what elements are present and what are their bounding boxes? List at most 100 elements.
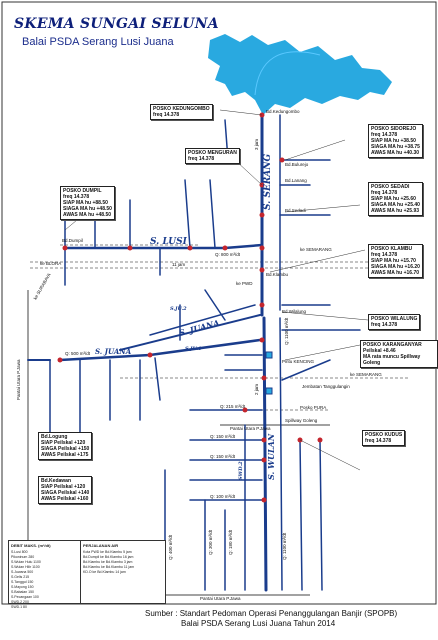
post-sidorejo: POSKO SIDOREJO freq 14.378 SIAP MA hu +3… <box>368 124 423 158</box>
perjalanan-row: Bd.Klambu ke Bd.Klambu 11 jam <box>83 565 135 569</box>
post-connectors <box>64 109 369 471</box>
time-11jam: 11 jam <box>172 262 185 267</box>
post-note: MA rata muncu Spillway Goleng <box>363 354 421 366</box>
label-bulurejo: Bd.Bulurejo <box>285 162 309 167</box>
label-juana-west: S. JUANA <box>95 347 132 356</box>
perjalanan-row: Kota PWD ke Bd.Klambu 5 jam <box>83 550 132 554</box>
post-sedadi: POSKO SEDADI freq 14.378 SIAP MA hu +25.… <box>368 182 423 216</box>
debit-table: DEBIT MAKS. (m³/dt) S.Lusi 800 Pikoninum… <box>8 540 82 609</box>
label-wulan: S. WULAN <box>266 433 276 480</box>
label-sedadi: Bd.Sedadi <box>285 208 306 213</box>
debit-row: S.Tanggul 150 <box>11 580 34 584</box>
flow-juana: Q: 500 m³/dt <box>65 351 91 356</box>
flow-serang: Q: 1100 m³/dt <box>284 317 289 345</box>
page-subtitle: Balai PSDA Serang Lusi Juana <box>22 36 174 48</box>
post-karanganyar: POSKO KARANGANYAR Peilskal +8.46 MA rata… <box>360 340 438 368</box>
post-freq: freq 14.378 <box>371 252 398 258</box>
debit-row: S.Mayong 150 <box>11 585 34 589</box>
post-name: POSKO SEDADI <box>371 184 410 190</box>
post-siaga: SIAGA MA hu +25.40 <box>371 202 420 208</box>
debit-row: S.Wulan Hilir 1100 <box>11 565 40 569</box>
label-swd2: SWD.2 <box>238 461 244 480</box>
post-kedawan: Bd.Kedawan SIAP Peilskal +120 SIAGA Peil… <box>38 476 93 504</box>
debit-row: S.Lusi 800 <box>11 550 28 554</box>
post-logung: Bd.Logung SIAP Peilskal +120 SIAGA Peils… <box>38 432 93 460</box>
post-freq: freq 14.378 <box>365 438 392 444</box>
post-awas: AWAS MA hu +25.93 <box>371 208 420 214</box>
post-kedungombo: POSKO KEDUNGOMBO freq 14.378 <box>150 104 213 120</box>
roads <box>30 244 421 411</box>
post-name: POSKO DUMPIL <box>63 188 102 194</box>
label-pantai: Pantai Utara P.Jawa <box>16 359 21 400</box>
post-siaga: SIAGA Peilskal +150 <box>41 446 90 452</box>
reservoir-kedungombo <box>208 34 392 115</box>
label-kedungombo: Bd.Kedungombo <box>266 109 300 114</box>
river-labels: S. LUSI S. SERANG S. JUANA S. JUANA S. W… <box>95 154 276 480</box>
post-freq: freq 14.378 <box>371 322 398 328</box>
post-siap: SIAP MA hu +25.60 <box>371 196 416 202</box>
post-siap: SIAP Peilskal +120 <box>41 440 86 446</box>
label-jembatan: Jembatan Tanggulangin <box>302 384 350 389</box>
post-siap: SIAP MA hu +15.70 <box>371 258 416 264</box>
perjalanan-row: KD.O ke Bd.Klambu 14 jam <box>83 570 126 574</box>
gate-south <box>265 387 273 395</box>
post-awas: AWAS Peilskal +160 <box>41 496 89 502</box>
page-title: SKEMA SUNGAI SELUNA <box>14 16 219 32</box>
label-kencing: Pintu KENCING <box>282 359 315 364</box>
flow-lusi: Q: 800 m³/dt <box>215 252 241 257</box>
source-note: Sumber : Standart Pedoman Operasi Penang… <box>145 609 397 629</box>
label-pwd: ke PWD <box>236 281 253 286</box>
debit-row: Pikoninum 280 <box>11 555 35 559</box>
debit-row: SWD.2 200 <box>11 600 29 604</box>
label-wilalung: Bd.Wilalung <box>282 309 307 314</box>
label-surabaya: ke SURABAYA <box>33 272 52 300</box>
debit-row: S.Wulan Hulu 1100 <box>11 560 41 564</box>
post-siaga: SIAGA Peilskal +140 <box>41 490 90 496</box>
time-3jam: 3 jam <box>254 139 259 150</box>
frame <box>1 1 437 605</box>
post-siaga: SIAGA MA hu +16.20 <box>371 264 420 270</box>
post-awas: AWAS MA hu +48.50 <box>63 212 112 218</box>
flow-wulan: Q: 1100 m³/dt <box>282 532 287 560</box>
label-spillway: Spillway Goleng <box>285 418 318 423</box>
post-freq: freq 14.378 <box>371 190 398 196</box>
post-freq: freq 14.378 <box>371 132 398 138</box>
post-siap: SIAP MA hu +38.50 <box>371 138 416 144</box>
post-siaga: SIAGA MA hu +48.50 <box>63 206 112 212</box>
post-awas: AWAS MA hu +40.30 <box>371 150 420 156</box>
debit-row: S.Gelis 215 <box>11 575 30 579</box>
flow-300: Q: 300 m³/dt <box>208 529 213 555</box>
label-sju2: S.JU.2 <box>170 306 187 312</box>
label-lusi: S. LUSI <box>150 237 188 247</box>
perjalanan-row: Bd.Dumpil ke Bd.Klambu 16 jam <box>83 555 134 559</box>
debit-row: S.Juwana 500 <box>11 570 34 574</box>
post-awas: AWAS Peilskal +175 <box>41 452 89 458</box>
label-pantai2: Pantai Utara P.Jawa <box>230 426 271 431</box>
post-name: POSKO KLAMBU <box>371 246 413 252</box>
post-siap: SIAP MA hu +88.50 <box>63 200 108 206</box>
label-pura: Posko PURA <box>300 405 326 410</box>
post-name: Bd.Logung <box>41 434 68 440</box>
flow-215: Q: 215 m³/dt <box>220 404 246 409</box>
post-freq: Peilskal +8.46 <box>363 348 396 354</box>
label-lanang: Bd.Lanang <box>285 178 307 183</box>
label-semarang: ke SEMARANG <box>300 247 332 252</box>
post-awas: AWAS MA hu +16.70 <box>371 270 420 276</box>
post-name: POSKO SIDOREJO <box>371 126 417 132</box>
debit-row: S.Babalan 150 <box>11 590 34 594</box>
post-freq: freq 14.378 <box>188 156 215 162</box>
post-name: Bd.Kedawan <box>41 478 72 484</box>
source-line1: Standart Pedoman Operasi Penanggulangan … <box>179 609 398 618</box>
post-klambu: POSKO KLAMBU freq 14.378 SIAP MA hu +15.… <box>368 244 423 278</box>
post-name: POSKO WILALUNG <box>371 316 418 322</box>
post-freq: freq 14.378 <box>63 194 90 200</box>
label-sju1: S.JU.1 <box>185 346 202 352</box>
label-pantai3: Pantai Utara P.Jawa <box>200 596 241 601</box>
post-siaga: SIAGA MA hu +38.75 <box>371 144 420 150</box>
source-label: Sumber : <box>145 609 178 618</box>
flow-150a: Q: 150 m³/dt <box>210 434 236 439</box>
perjalanan-title: PERJALANAN AIR <box>83 543 119 548</box>
nodes <box>57 112 323 503</box>
source-line2: Balai PSDA Serang Lusi Juana Tahun 2014 <box>181 619 336 628</box>
